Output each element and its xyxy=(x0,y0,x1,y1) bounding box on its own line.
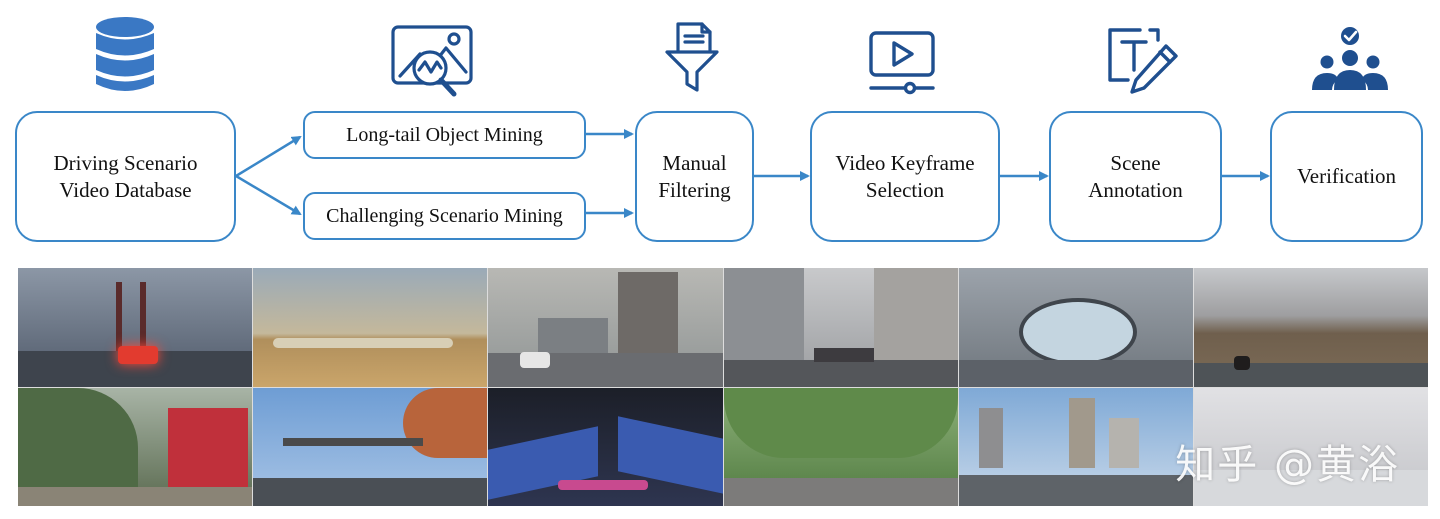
node-label: Manual Filtering xyxy=(658,150,731,202)
node-label: Challenging Scenario Mining xyxy=(326,204,563,227)
document-funnel-icon xyxy=(665,22,719,92)
verified-users-icon xyxy=(1312,27,1388,90)
node-manual-filtering: Manual Filtering xyxy=(635,111,754,242)
gallery-tile xyxy=(488,387,723,506)
gallery-tile xyxy=(1193,268,1428,387)
node-label: Verification xyxy=(1296,164,1397,188)
node-verification: Verification xyxy=(1270,111,1423,242)
gallery-tile xyxy=(958,268,1193,387)
node-scene-annotation: Scene Annotation xyxy=(1049,111,1222,242)
node-video-database: Driving Scenario Video Database xyxy=(15,111,236,242)
text-edit-icon xyxy=(1108,28,1178,94)
watermark: 知乎 @黄浴 xyxy=(1175,442,1400,488)
gallery-tile xyxy=(958,387,1193,506)
video-play-icon xyxy=(869,31,935,95)
gallery-tile xyxy=(723,387,958,506)
pipeline-diagram: Driving Scenario Video Database Long-tai… xyxy=(15,17,1423,242)
image-search-icon xyxy=(391,25,473,97)
gallery-tile xyxy=(18,268,253,387)
gallery-tile xyxy=(18,387,253,506)
gallery-tile xyxy=(253,268,488,387)
node-challenging-mining: Challenging Scenario Mining xyxy=(303,192,586,240)
gallery-tile xyxy=(488,268,723,387)
node-label: Video Keyframe Selection xyxy=(835,150,975,202)
node-label: Scene Annotation xyxy=(1088,150,1183,202)
gallery-tile xyxy=(1193,387,1428,506)
node-longtail-mining: Long-tail Object Mining xyxy=(303,111,586,159)
node-label: Long-tail Object Mining xyxy=(346,123,543,146)
node-keyframe-selection: Video Keyframe Selection xyxy=(810,111,1000,242)
node-label: Driving Scenario Video Database xyxy=(53,150,198,202)
flow-connectors xyxy=(235,129,1270,218)
gallery-tile xyxy=(253,387,488,506)
gallery-tile xyxy=(723,268,958,387)
scenario-gallery xyxy=(18,268,1428,506)
database-icon xyxy=(96,17,154,91)
